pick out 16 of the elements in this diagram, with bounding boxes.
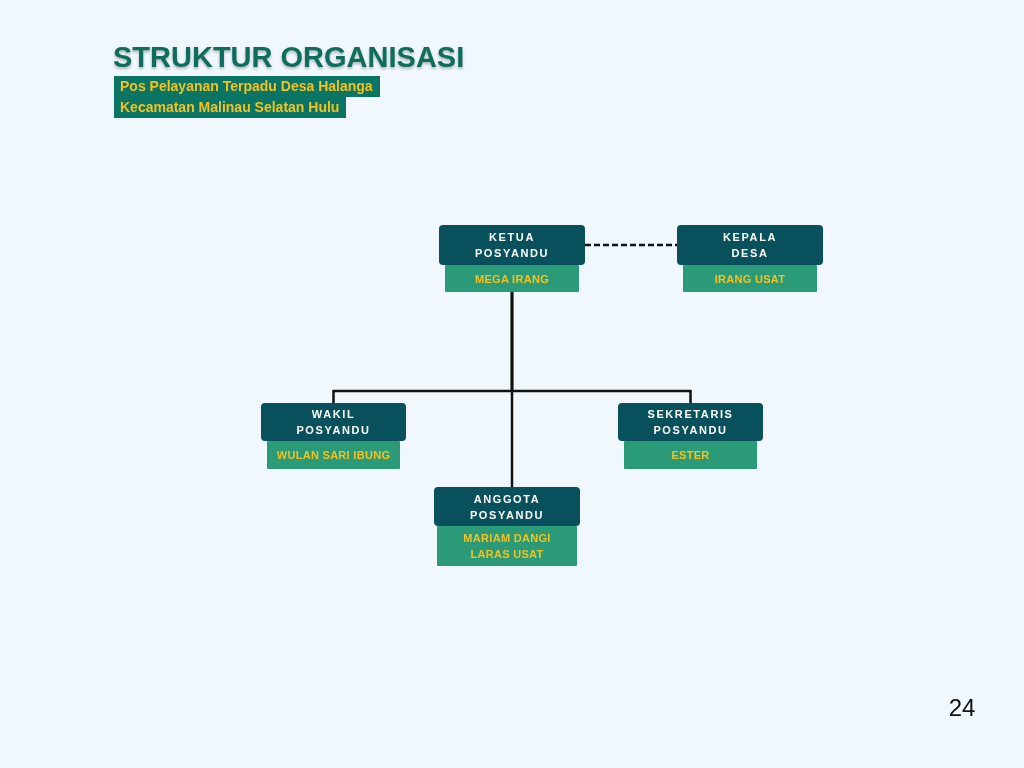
position-box: SEKRETARIS POSYANDU — [618, 403, 763, 441]
position-box: WAKIL POSYANDU — [261, 403, 406, 441]
connector-line — [510, 292, 514, 487]
position-box: ANGGOTA POSYANDU — [434, 487, 580, 526]
name-plate: MEGA IRANG — [445, 265, 579, 292]
name-plate: MARIAM DANGI LARAS USAT — [437, 526, 577, 566]
position-box: KEPALA DESA — [677, 225, 823, 265]
name-plate: WULAN SARI IBUNG — [267, 441, 400, 469]
page-title: STRUKTUR ORGANISASI — [113, 40, 465, 74]
position-box: KETUA POSYANDU — [439, 225, 585, 265]
name-plate: IRANG USAT — [683, 265, 817, 292]
name-plate: ESTER — [624, 441, 757, 469]
subtitle-band: Kecamatan Malinau Selatan Hulu — [114, 97, 347, 118]
page-number: 24 — [947, 693, 977, 723]
subtitle-band: Pos Pelayanan Terpadu Desa Halanga — [114, 76, 380, 97]
dashed-connector-line — [585, 243, 677, 247]
